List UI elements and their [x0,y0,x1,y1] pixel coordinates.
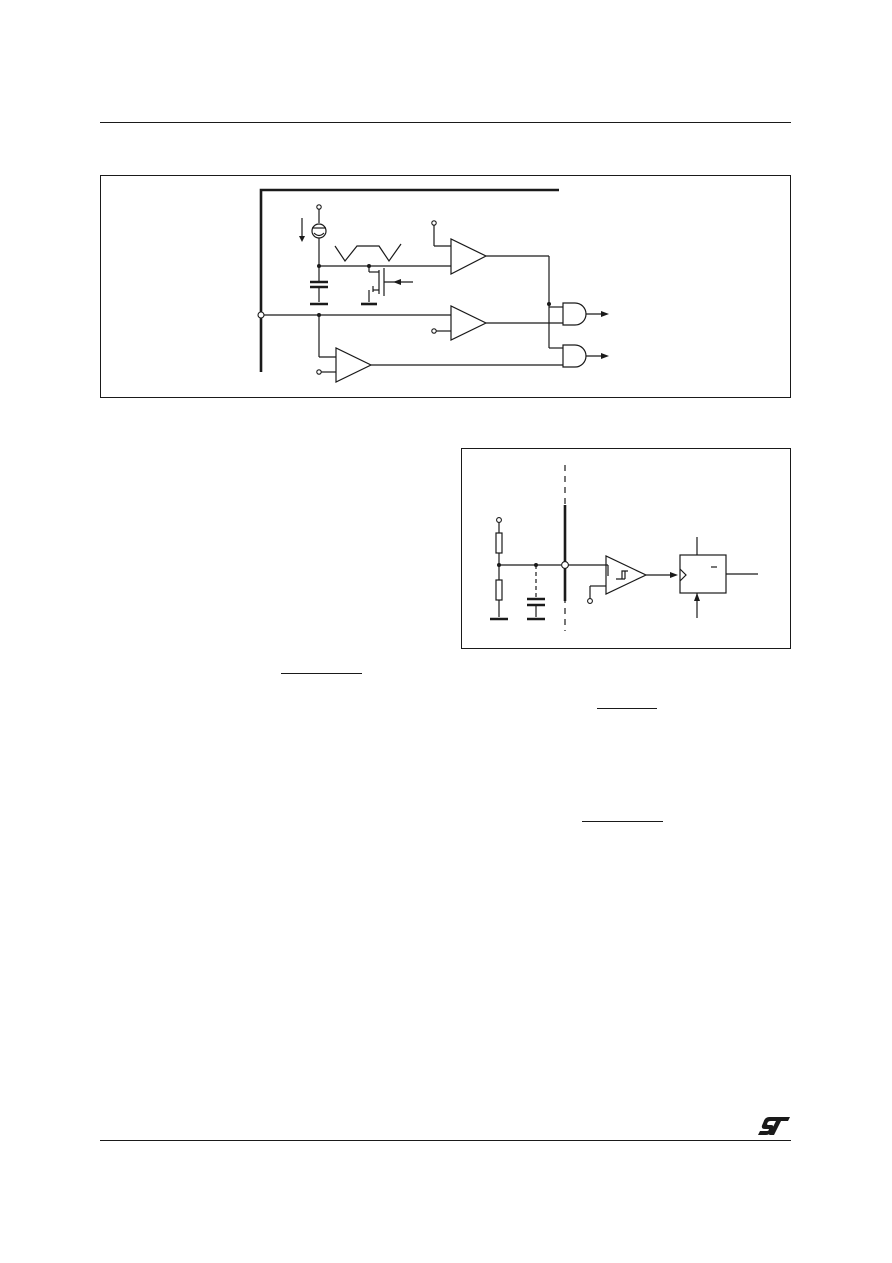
ref-terminal-upper [431,220,437,226]
st-logo-icon [758,1117,790,1135]
and-gate-upper-icon [562,302,587,326]
pin-terminal [257,311,265,319]
bus-bracket [259,188,559,372]
overline-mark-3 [582,821,663,822]
header-rule [100,122,791,123]
and-gate-lower-icon [562,344,587,368]
comparator-lower-icon [335,347,373,383]
supply-terminal-1 [316,204,322,210]
schmitt-trigger-icon [605,555,648,595]
comparator-upper-icon [450,238,488,275]
overline-mark-1 [281,673,362,674]
supply-terminal-2 [496,517,502,523]
hysteresis-icon [616,570,628,580]
figure-right-schematic [490,465,758,631]
resistor-upper-icon [495,532,503,554]
pin-terminal-2 [561,561,569,569]
figure-top-schematic [257,188,609,383]
comparator-middle-icon [450,305,488,341]
figure-right-frame [461,448,791,649]
overline-mark-2 [597,708,657,709]
footer-rule [100,1140,791,1141]
figure-top-frame [100,175,791,398]
clock-input-icon [679,568,687,582]
resistor-lower-icon [495,579,503,601]
flip-flop-icon [679,554,727,594]
triangle-waveform-icon [334,243,402,263]
